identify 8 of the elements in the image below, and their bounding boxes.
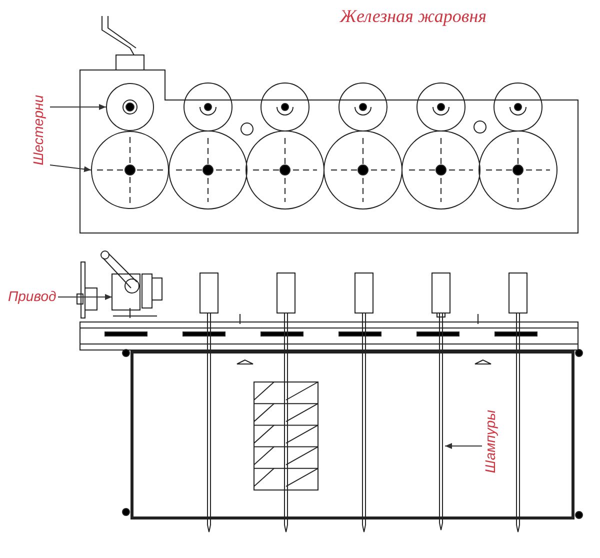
callout-label: Шампуры <box>482 410 498 474</box>
leader-arrow <box>50 104 106 110</box>
callout-label: Шестерни <box>30 95 46 166</box>
leader-arrow <box>444 443 482 449</box>
diagram-title: Железная жаровня <box>340 6 487 27</box>
leader-arrow <box>58 294 112 300</box>
leader-arrow <box>50 164 92 172</box>
callout-label: Привод <box>8 288 58 304</box>
